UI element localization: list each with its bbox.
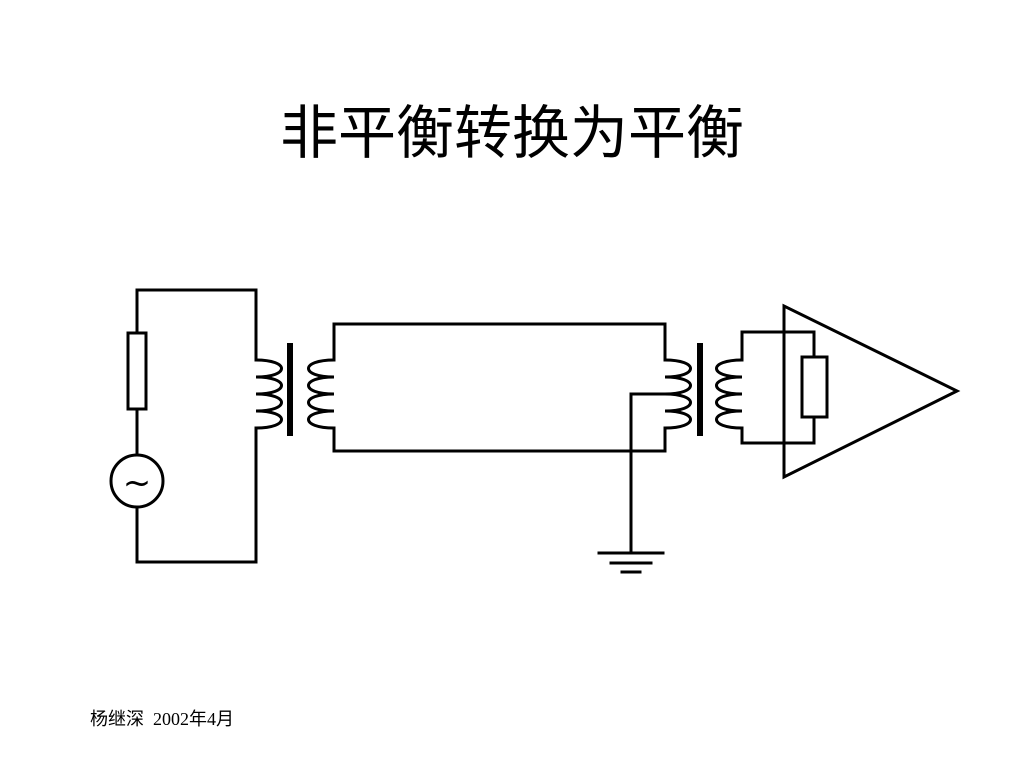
output-transformer bbox=[663, 343, 744, 436]
load-resistor bbox=[800, 355, 829, 419]
source-loop: ~ bbox=[109, 288, 258, 564]
slide-title: 非平衡转换为平衡 bbox=[279, 99, 744, 167]
output-transformer-secondary-coil bbox=[715, 358, 744, 430]
balanced-line bbox=[332, 322, 667, 453]
ac-source-symbol: ~ bbox=[123, 463, 152, 503]
amplifier-input bbox=[740, 303, 961, 480]
input-transformer-primary-coil bbox=[254, 358, 283, 430]
ground-connection bbox=[597, 392, 667, 574]
amplifier-triangle bbox=[782, 303, 961, 480]
output-transformer-primary-coil bbox=[663, 358, 692, 430]
slide-footer: 杨继深 2002年4月 bbox=[90, 709, 234, 729]
input-transformer-secondary-coil bbox=[307, 358, 336, 430]
input-transformer bbox=[254, 343, 336, 436]
source-resistor bbox=[126, 331, 148, 411]
